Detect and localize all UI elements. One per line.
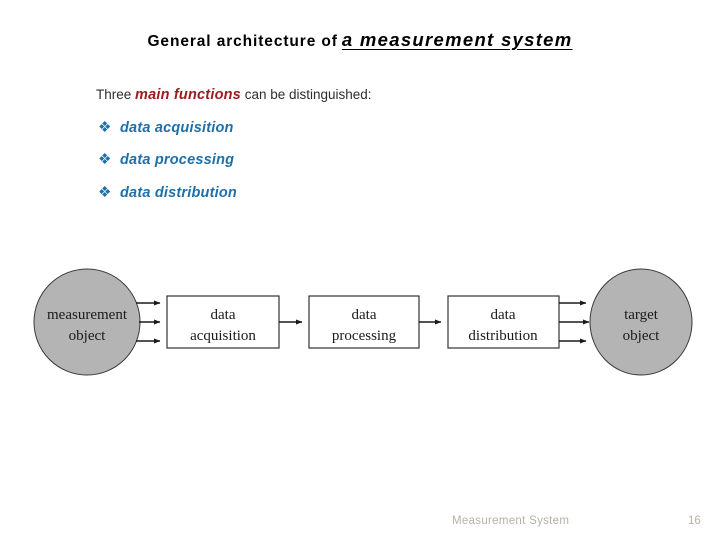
node-label-line1: measurement xyxy=(47,307,128,323)
node-label-line1: data xyxy=(352,307,377,323)
bullet-item-data-distribution: ❖ data distribution xyxy=(98,183,237,203)
node-data-acquisition xyxy=(166,295,280,349)
page-title-plain: General architecture of xyxy=(147,33,338,50)
node-label-line2: distribution xyxy=(468,328,538,344)
node-data-processing xyxy=(308,295,420,349)
bullet-label: data distribution xyxy=(120,185,237,201)
floret-bullet-icon: ❖ xyxy=(98,119,112,136)
intro-suffix: can be distinguished: xyxy=(240,87,372,102)
node-target-object xyxy=(589,268,693,376)
bullet-label: data processing xyxy=(120,152,235,168)
architecture-diagram: measurement object data acquisition data… xyxy=(0,248,720,398)
node-label-line1: data xyxy=(211,307,236,323)
node-label-line1: target xyxy=(624,307,659,323)
bullet-item-data-acquisition: ❖ data acquisition xyxy=(98,118,234,138)
intro-strong-text: main functions xyxy=(135,87,241,103)
intro-prefix: Three xyxy=(96,87,136,102)
floret-bullet-icon: ❖ xyxy=(98,184,112,201)
floret-bullet-icon: ❖ xyxy=(98,151,112,168)
page-title-emphasis: a measurement system xyxy=(341,29,573,50)
node-label-line2: object xyxy=(69,328,106,344)
node-label-line2: object xyxy=(623,328,660,344)
intro-line: Three main functions can be distinguishe… xyxy=(96,87,372,103)
footer-note: Measurement System xyxy=(452,515,570,527)
page-number: 16 xyxy=(688,515,701,527)
node-label-line2: processing xyxy=(332,328,397,344)
bullet-label: data acquisition xyxy=(120,120,234,136)
node-label-line1: data xyxy=(491,307,516,323)
node-label-line2: acquisition xyxy=(190,328,256,344)
bullet-item-data-processing: ❖ data processing xyxy=(98,150,234,170)
